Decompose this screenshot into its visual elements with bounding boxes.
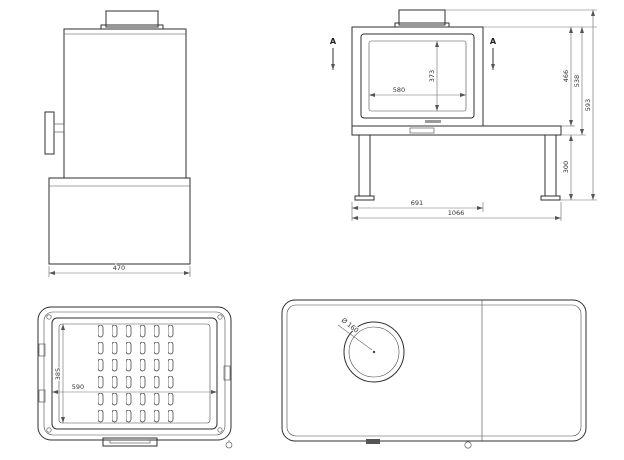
section-marker-right: A xyxy=(489,36,498,70)
body-height-dim-label: 466 xyxy=(562,70,570,82)
side-depth-dim-label: 470 xyxy=(113,264,125,272)
side-handle-bracket xyxy=(53,123,65,133)
section-label-right: A xyxy=(490,37,497,46)
top-latch-mark xyxy=(366,439,380,444)
leg-height-dimension: 300 xyxy=(561,135,573,200)
top-plate-inner-edge xyxy=(286,304,582,437)
top-probe-knob xyxy=(464,441,472,449)
corner-screw-top-right xyxy=(217,314,223,320)
interior-depth-dim-label: 385 xyxy=(54,368,62,380)
door-latch-slot xyxy=(109,439,151,444)
left-hinge-upper xyxy=(38,343,46,357)
bench-height-dim-label: 538 xyxy=(573,75,581,87)
right-latch xyxy=(223,365,231,381)
logo-mark xyxy=(425,120,441,123)
left-hinge-lower xyxy=(38,389,46,403)
total-width-dim-label: 1066 xyxy=(448,209,465,217)
corner-screw-bottom-right xyxy=(217,427,223,433)
section-label-left: A xyxy=(330,37,337,46)
side-base-pedestal xyxy=(48,177,191,265)
flue-collar-inner xyxy=(348,326,400,378)
side-depth-dimension: 470 xyxy=(48,263,191,277)
firebox-width-dim-label: 691 xyxy=(411,199,423,207)
total-height-dimension: 593 xyxy=(583,10,595,200)
interior-width-dim-label: 590 xyxy=(72,383,84,391)
front-right-leg xyxy=(544,134,557,197)
glass-height-dim-label: 373 xyxy=(428,70,436,82)
interior-depth-dimension: 385 xyxy=(53,324,65,423)
corner-screw-bottom-left xyxy=(46,427,52,433)
front-left-foot xyxy=(354,195,375,201)
front-door-glass xyxy=(368,40,467,112)
interior-width-dimension: 590 xyxy=(52,382,217,394)
leg-height-dim-label: 300 xyxy=(562,161,570,173)
door-latch-plate xyxy=(102,437,158,447)
side-chimney-stub xyxy=(105,10,159,28)
side-view: 470 xyxy=(44,10,191,277)
side-door-handle xyxy=(44,111,55,155)
side-stove-body xyxy=(63,28,187,179)
plan-interior-view: 590 385 xyxy=(37,306,233,449)
front-air-control xyxy=(409,127,435,134)
front-door-frame xyxy=(360,33,475,119)
body-height-dimension: 466 xyxy=(561,27,573,126)
front-chimney-stub xyxy=(398,9,446,26)
plan-door-frame xyxy=(51,317,218,430)
plan-inner-casing xyxy=(43,311,226,436)
flue-diameter-label: Ø 160 xyxy=(340,316,360,334)
bench-height-dimension: 538 xyxy=(572,27,584,135)
total-width-dimension: 1066 xyxy=(352,208,561,220)
top-plate-outline xyxy=(281,299,587,442)
grate-slots xyxy=(98,325,180,427)
flue-diameter-callout: Ø 160 xyxy=(337,315,373,351)
front-view: A A 580 373 466 538 xyxy=(329,9,597,221)
glass-width-dim-label: 580 xyxy=(393,86,405,94)
front-right-foot xyxy=(540,195,561,201)
front-left-leg xyxy=(358,134,371,197)
front-bench-plate xyxy=(351,125,562,136)
firebox-width-dimension: 691 xyxy=(352,198,483,210)
total-height-dim-label: 593 xyxy=(584,99,592,111)
corner-screw-top-left xyxy=(46,314,52,320)
probe-knob xyxy=(225,441,233,449)
flue-collar-outer xyxy=(343,321,405,383)
glass-height-dimension: 373 xyxy=(427,41,439,111)
glass-width-dimension: 580 xyxy=(369,85,466,97)
section-marker-left: A xyxy=(329,36,338,70)
plan-top-view: Ø 160 xyxy=(281,299,587,449)
flue-center-mark xyxy=(372,350,376,354)
